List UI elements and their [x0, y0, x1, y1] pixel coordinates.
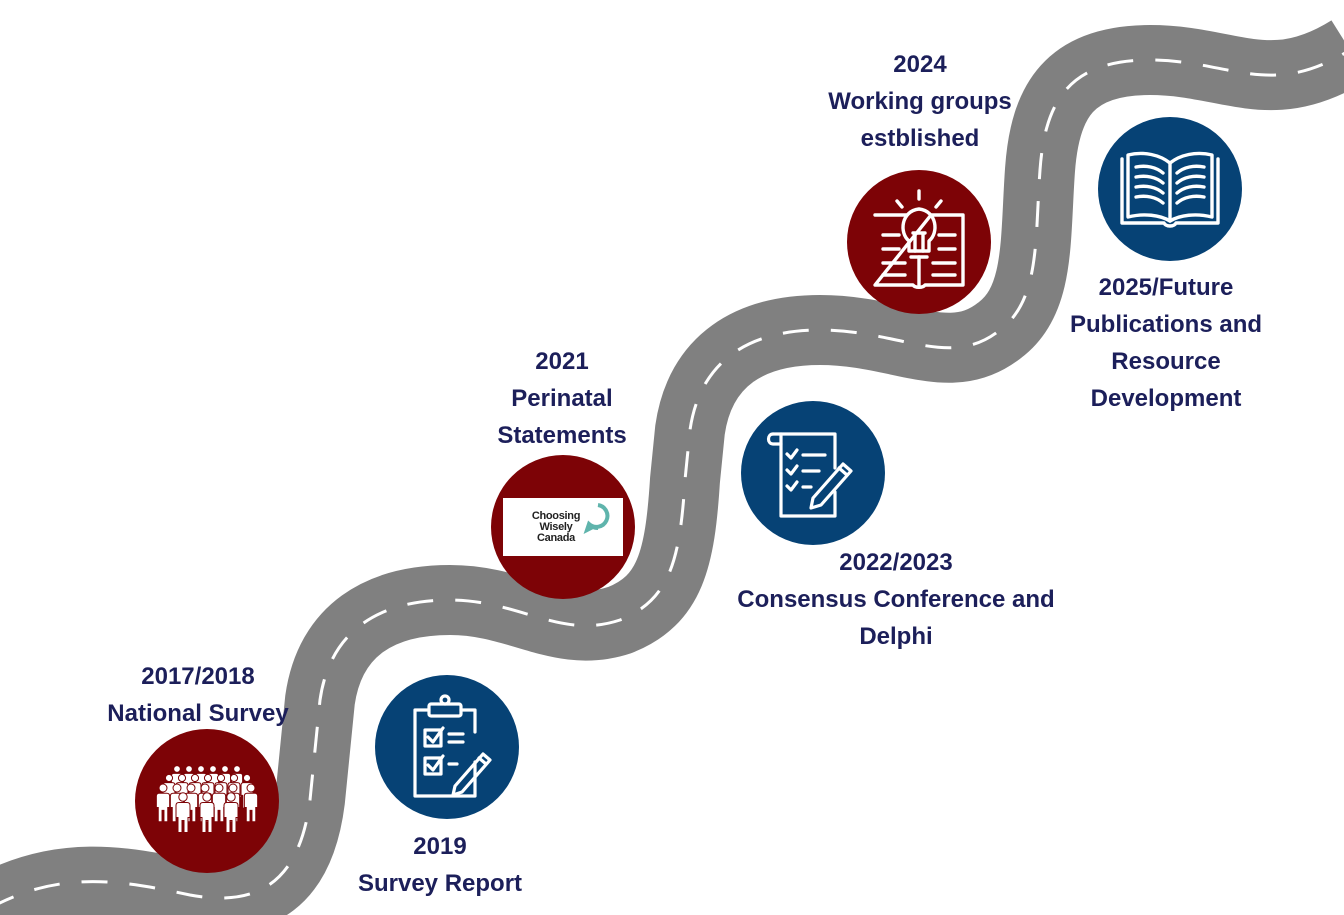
milestone-2024-year: 2024 [893, 51, 947, 78]
clipboard-checklist-icon [413, 694, 492, 798]
milestone-2017-label: 2017/2018 National Survey [86, 658, 310, 732]
milestone-2024-circle [847, 170, 991, 314]
milestone-2024-label: 2024 Working groups estblished [800, 46, 1040, 157]
milestone-2019-circle [375, 675, 519, 819]
milestone-2021-year: 2021 [535, 348, 589, 375]
milestone-2019-year: 2019 [413, 833, 467, 860]
milestone-2025-label: 2025/Future Publications and Resource De… [1048, 269, 1284, 417]
choosing-wisely-logo-text: Choosing Wisely Canada [531, 509, 581, 544]
milestone-2022-title-line2: Delphi [859, 623, 933, 650]
milestone-2019-label: 2019 Survey Report [330, 828, 550, 902]
milestone-2021-circle: Choosing Wisely Canada [491, 455, 635, 599]
milestone-2022-label: 2022/2023 Consensus Conference and Delph… [716, 544, 1076, 655]
milestone-2025-title-line3: Development [1090, 385, 1242, 412]
milestone-2022-year: 2022/2023 [839, 549, 953, 576]
milestone-2022-circle [741, 401, 885, 545]
milestone-2025-year: 2025/Future [1098, 274, 1234, 301]
open-book-icon [1120, 151, 1220, 228]
milestone-2021-title-line1: Perinatal [511, 385, 613, 412]
road-surface [0, 19, 1344, 915]
milestone-2021-title-line2: Statements [497, 422, 627, 449]
milestone-2017-year: 2017/2018 [141, 663, 255, 690]
lightbulb-book-icon [873, 189, 965, 289]
milestone-2025-title-line1: Publications and [1069, 311, 1263, 338]
milestone-2022-title-line1: Consensus Conference and [737, 586, 1055, 613]
milestone-2017-circle [135, 729, 279, 873]
milestone-2024-title-line2: estblished [860, 125, 980, 152]
checklist-pencil-icon [766, 432, 853, 518]
milestone-2025-circle [1098, 117, 1242, 261]
milestone-2019-title: Survey Report [357, 870, 523, 897]
speech-bubble-icon [583, 503, 610, 534]
people-group-icon [155, 765, 259, 833]
choosing-wisely-logo: Choosing Wisely Canada [503, 498, 623, 556]
milestone-2017-title: National Survey [107, 700, 289, 727]
milestone-2024-title-line1: Working groups [828, 88, 1012, 115]
milestone-2025-title-line2: Resource [1111, 348, 1221, 375]
milestone-2021-label: 2021 Perinatal Statements [462, 343, 662, 454]
